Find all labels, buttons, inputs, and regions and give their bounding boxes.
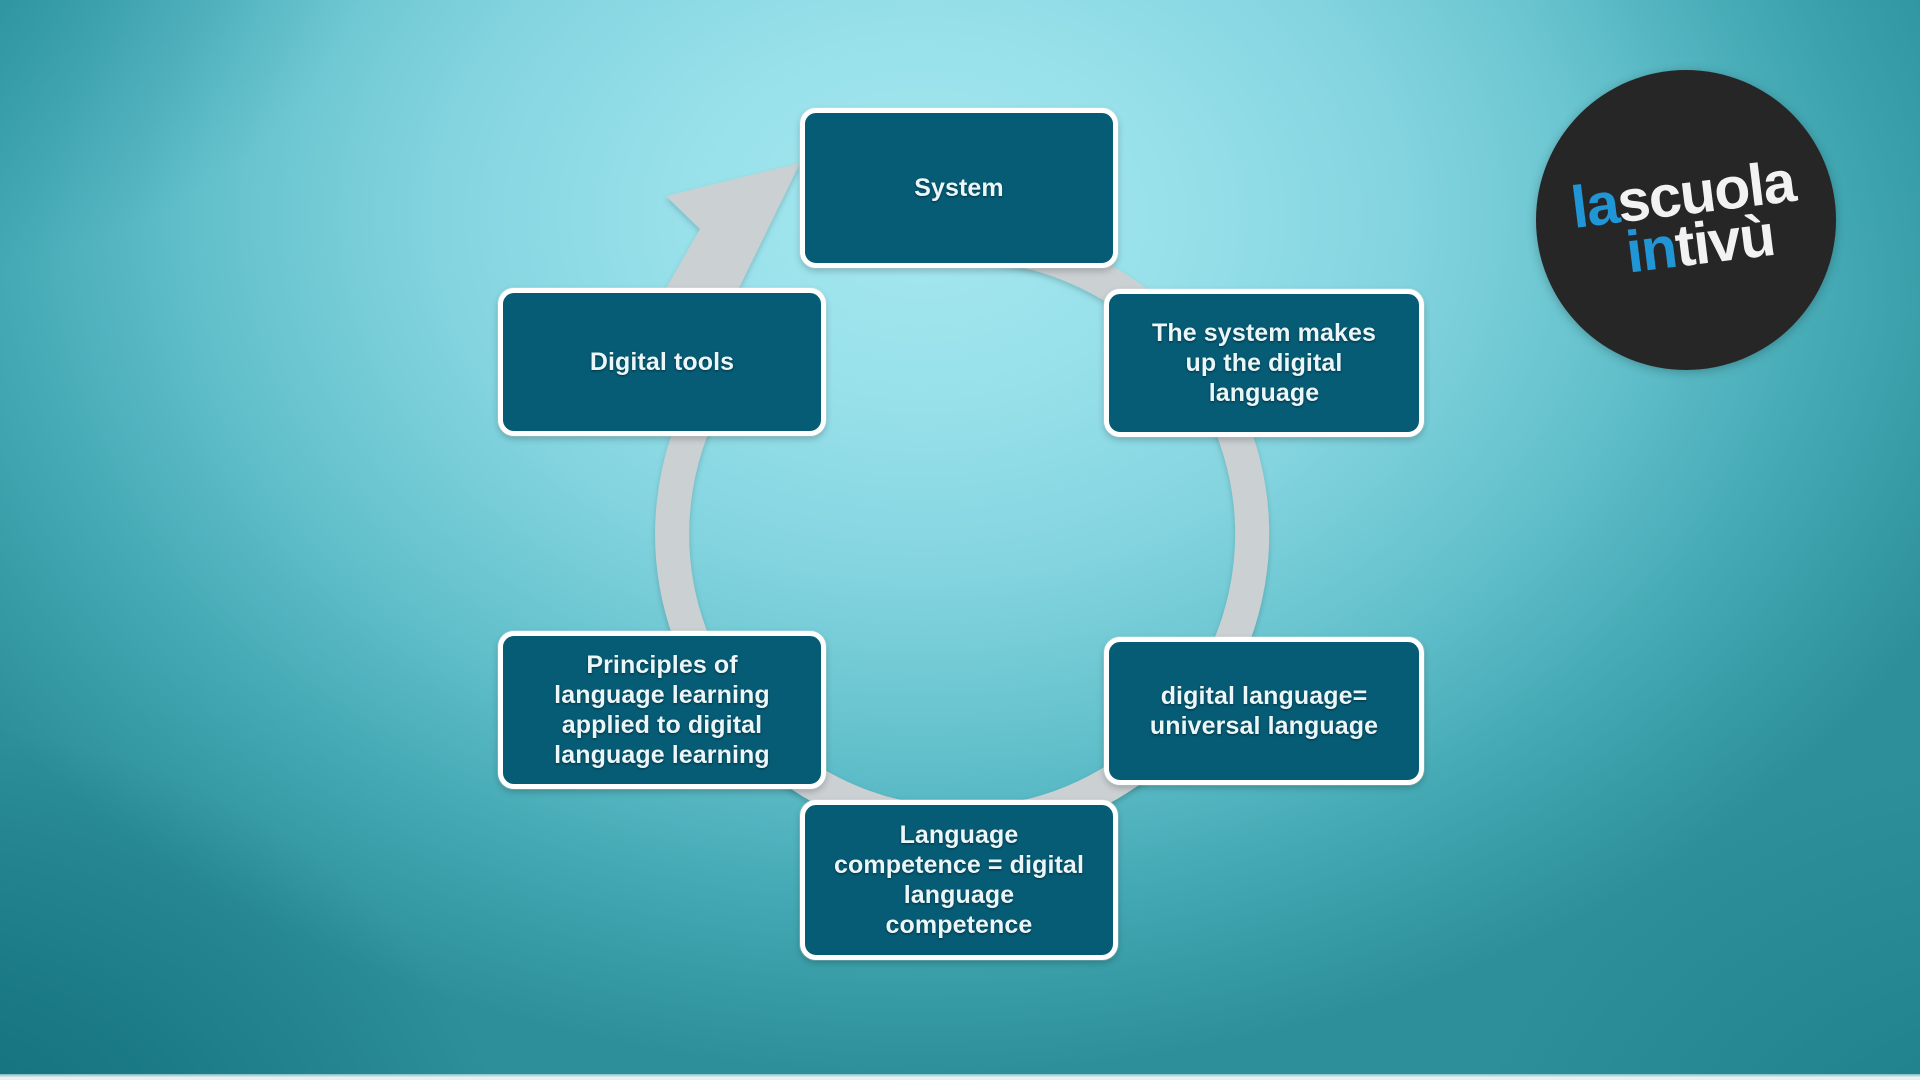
lascuola-intivu-logo: lascuola intivù [1536, 70, 1836, 370]
cycle-node-universal-label: digital language= universal language [1149, 682, 1379, 740]
cycle-node-digital-tools[interactable]: Digital tools [498, 288, 826, 436]
logo-la-text: la [1567, 169, 1622, 241]
cycle-node-competence-label: Language competence = digital language c… [834, 821, 1084, 939]
cycle-node-competence[interactable]: Language competence = digital language c… [800, 800, 1118, 960]
cycle-node-system[interactable]: System [800, 108, 1118, 268]
logo-in-text: in [1622, 213, 1680, 286]
logo-tivu-text: tivù [1671, 201, 1778, 280]
cycle-node-system-label: System [914, 174, 1004, 202]
cycle-node-principles-label: Principles of language learning applied … [554, 651, 770, 769]
cycle-node-makes-up[interactable]: The system makes up the digital language [1104, 289, 1424, 437]
bottom-edge-strip [0, 1074, 1920, 1080]
cycle-node-universal[interactable]: digital language= universal language [1104, 637, 1424, 785]
cycle-node-principles[interactable]: Principles of language learning applied … [498, 631, 826, 789]
logo-wordmark: lascuola intivù [1541, 148, 1831, 288]
cycle-node-digital-tools-label: Digital tools [589, 348, 735, 376]
cycle-node-makes-up-label: The system makes up the digital language [1152, 319, 1376, 407]
